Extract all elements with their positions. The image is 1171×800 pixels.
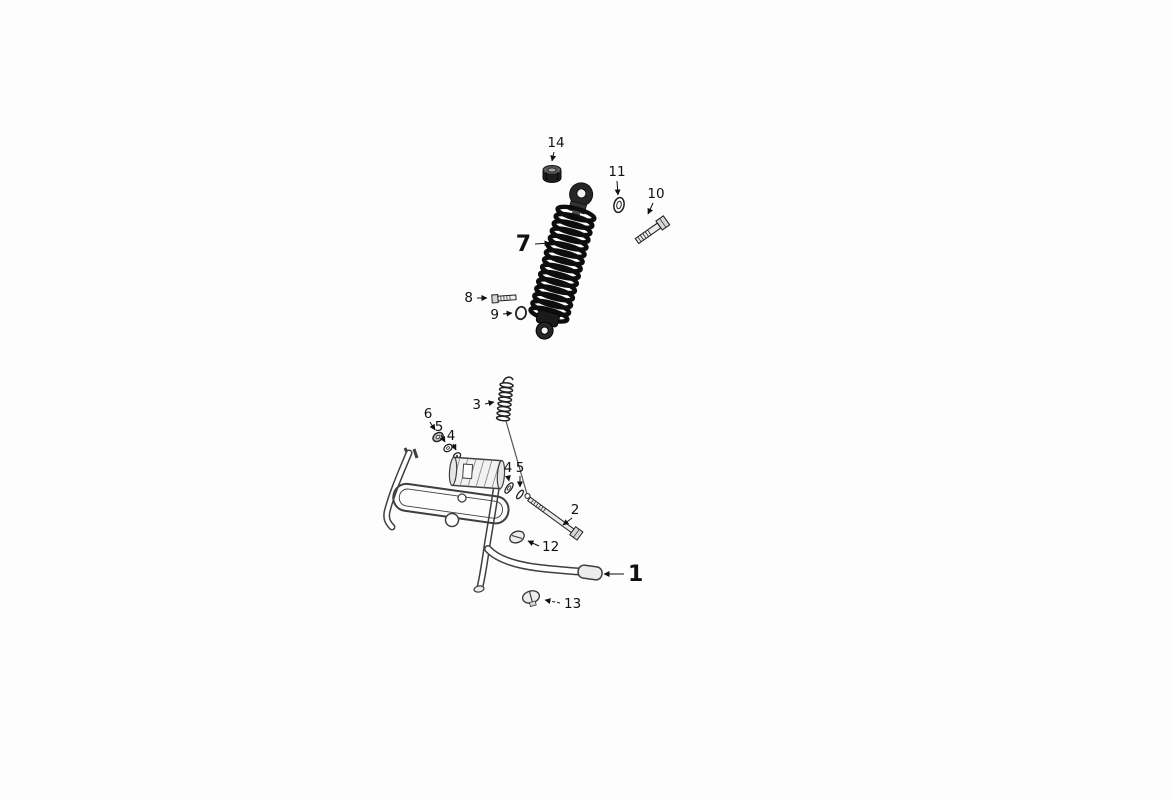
- spring-drawing-3: [495, 376, 531, 500]
- leader-line-10: [647, 202, 654, 215]
- leader-line-12: [527, 540, 540, 547]
- washer-drawing-5a: [443, 443, 453, 453]
- part-label-2: 2: [571, 502, 580, 518]
- part-label-4a: 4: [447, 428, 456, 444]
- part-label-8: 8: [464, 290, 473, 306]
- leader-line-5a: [439, 434, 446, 443]
- plug-drawing-13: [521, 590, 541, 607]
- washer-drawing-4b: [504, 482, 514, 494]
- bolt-drawing-2: [527, 496, 584, 541]
- leader-line-4a: [450, 443, 457, 451]
- ring-drawing-9: [515, 305, 527, 321]
- part-label-7: 7: [516, 232, 531, 257]
- part-label-6: 6: [424, 406, 433, 422]
- bolt-drawing-8: [491, 294, 517, 304]
- part-label-9: 9: [490, 307, 499, 323]
- leader-line-6: [429, 421, 436, 431]
- part-label-5b: 5: [516, 460, 525, 476]
- leader-lines: [429, 151, 654, 605]
- part-label-14: 14: [547, 135, 564, 151]
- shock-absorber-drawing: [528, 182, 597, 340]
- leader-line-3: [484, 400, 495, 407]
- part-label-13: 13: [564, 596, 581, 612]
- leader-line-2: [562, 517, 573, 526]
- leader-line-9: [502, 310, 513, 317]
- part-label-1: 1: [628, 562, 643, 587]
- bolt-drawing-10: [634, 215, 671, 245]
- part-label-4b: 4: [504, 460, 513, 476]
- washer-drawing-11: [613, 196, 625, 214]
- part-label-12: 12: [542, 539, 559, 555]
- plug-drawing-12: [509, 530, 525, 544]
- part-label-11: 11: [608, 164, 625, 180]
- part-label-5a: 5: [435, 419, 444, 435]
- part-labels: 14 11 10 7 8 9 3 6 5 4 4 5 2 12 1 13: [424, 135, 665, 612]
- leader-line-13: [544, 598, 561, 605]
- nut-drawing-14: [542, 165, 562, 183]
- leader-line-11: [614, 180, 621, 196]
- washer-drawing-5b: [515, 489, 525, 500]
- leader-line-7: [534, 240, 551, 247]
- part-label-10: 10: [647, 186, 664, 202]
- leader-line-14: [550, 151, 557, 162]
- center-stand-drawing: [383, 447, 603, 593]
- part-label-3: 3: [472, 397, 481, 413]
- leader-line-4b: [504, 475, 511, 482]
